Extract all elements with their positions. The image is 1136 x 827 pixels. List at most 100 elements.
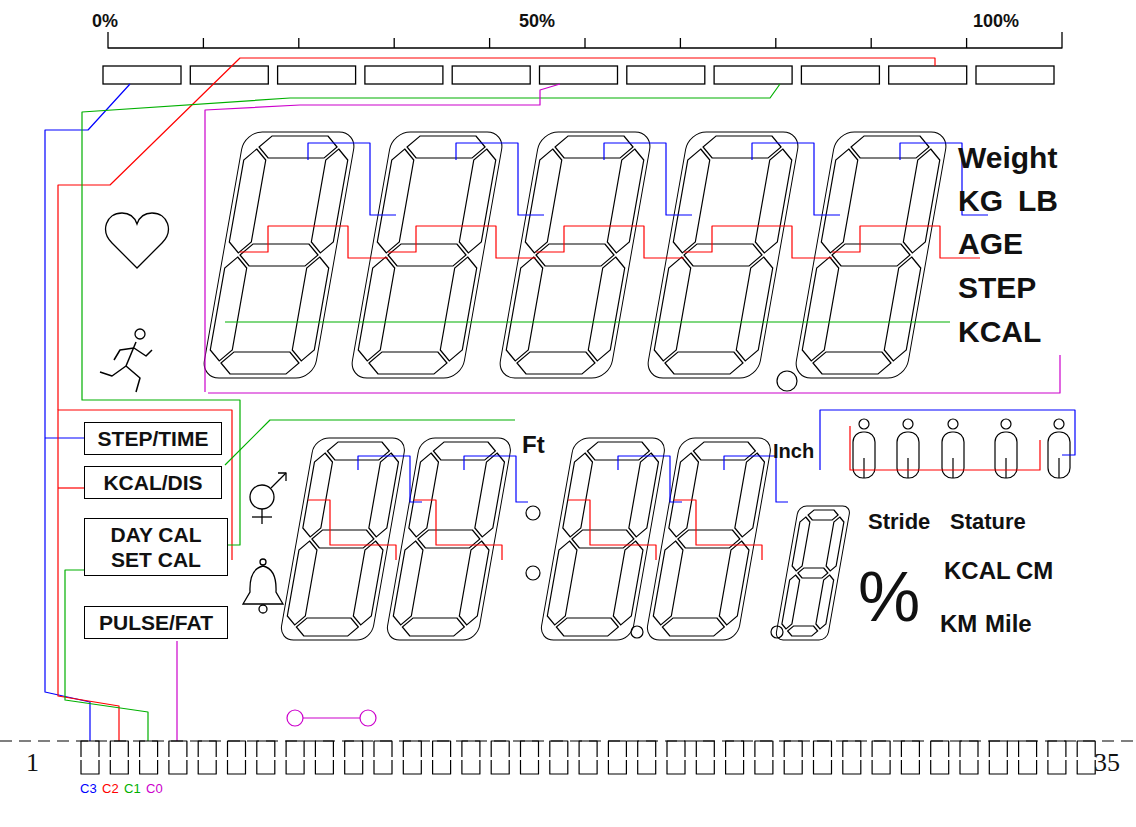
pin-number: 35 [1094, 750, 1120, 776]
signal-name: C0 [146, 782, 163, 795]
person-head [948, 419, 958, 429]
unit-label: AGE [958, 229, 1023, 259]
lcd-segment [375, 149, 415, 253]
com-wire [58, 487, 84, 488]
pin-foot [110, 760, 128, 774]
pin-foot [491, 760, 509, 774]
pin-foot [960, 760, 978, 774]
runner-icon [100, 329, 152, 392]
lcd-segment [257, 136, 339, 158]
scale-mark: 50% [519, 12, 555, 30]
bar-segment [801, 66, 879, 84]
gender-icon [250, 473, 286, 524]
gender-ring [250, 485, 274, 509]
pin-foot [784, 760, 802, 774]
pin-top [315, 741, 333, 757]
pin-top [81, 741, 99, 757]
unit-label: KG [958, 186, 1003, 216]
person-legs [1058, 458, 1059, 478]
pin-top [667, 741, 685, 757]
lcd-segment [733, 453, 766, 537]
segment-wire [456, 143, 544, 215]
lcd-segment [718, 541, 751, 625]
unit-label: KCAL [958, 317, 1041, 347]
bar-segment [278, 66, 356, 84]
unit-label: CM [1016, 559, 1053, 583]
label-box: DAY CAL SET CAL [84, 518, 228, 576]
pin-foot [286, 760, 304, 774]
box-label: KCAL/DIS [103, 470, 202, 495]
runner-head [135, 329, 145, 339]
pin-foot [1048, 760, 1066, 774]
pin-top [286, 741, 304, 757]
com-wire [176, 641, 177, 741]
digit-frame [645, 438, 773, 640]
segment-wire [684, 226, 832, 258]
segment-wire [568, 500, 656, 560]
seven-segment-digit [201, 132, 356, 378]
unit-label: Inch [773, 441, 814, 461]
lcd-segment [734, 257, 774, 361]
lcd-segment [407, 453, 440, 537]
digit-frame [645, 132, 800, 378]
pin-foot [872, 760, 890, 774]
male-arrow-head [278, 473, 286, 481]
pin-top [228, 741, 246, 757]
pin-foot [140, 760, 158, 774]
box-label: STEP/TIME [98, 426, 209, 451]
test-pad-link [303, 717, 360, 718]
pin-top [462, 741, 480, 757]
lcd-segment [356, 257, 396, 361]
seven-segment-digit [385, 438, 513, 640]
pin-foot [315, 760, 333, 774]
lcd-segment [367, 352, 449, 374]
pin-top [784, 741, 802, 757]
runner-limb [126, 342, 136, 366]
decimal-point [631, 626, 643, 638]
segment-wire [820, 410, 1075, 470]
test-pad-dot [287, 710, 303, 726]
digit-frame [279, 438, 407, 640]
segment-wire [464, 456, 528, 502]
digit-frame [201, 132, 356, 378]
pin-foot [198, 760, 216, 774]
pin-top [521, 741, 539, 757]
lcd-segment [401, 618, 466, 636]
scale-tick [680, 38, 681, 48]
unit-label: KCAL [944, 559, 1011, 583]
signal-name: C1 [124, 782, 141, 795]
lcd-segment [473, 453, 506, 537]
pin-top [550, 741, 568, 757]
segment-wire [414, 500, 502, 560]
pin-foot [433, 760, 451, 774]
lcd-segment [553, 136, 635, 158]
lcd-segment [807, 510, 839, 520]
pin-top [638, 741, 656, 757]
pin-top [579, 741, 597, 757]
pin-foot [228, 760, 246, 774]
signal-name: C3 [80, 782, 97, 795]
digit-frame [793, 132, 948, 378]
lcd-segment [671, 149, 711, 253]
label-box: KCAL/DIS [84, 466, 222, 499]
pin-foot [257, 760, 275, 774]
person-icon [942, 419, 964, 478]
lcd-segment [791, 517, 811, 571]
lcd-segment [515, 352, 597, 374]
segment-wire [388, 226, 536, 258]
pin-top [960, 741, 978, 757]
pin-foot [1019, 760, 1037, 774]
decimal-point [777, 371, 797, 391]
percent-sign: % [858, 562, 920, 632]
segment-wire [308, 500, 396, 560]
pin-top [433, 741, 451, 757]
bar-segment [103, 66, 181, 84]
lcd-segment [458, 541, 491, 625]
pin-foot [521, 760, 539, 774]
segment-wire [536, 226, 684, 258]
segment-wire [358, 456, 422, 502]
decimal-point [771, 626, 783, 638]
seven-segment-digit [349, 132, 504, 378]
lcd-segment [309, 149, 349, 253]
scale-tick [394, 38, 395, 48]
